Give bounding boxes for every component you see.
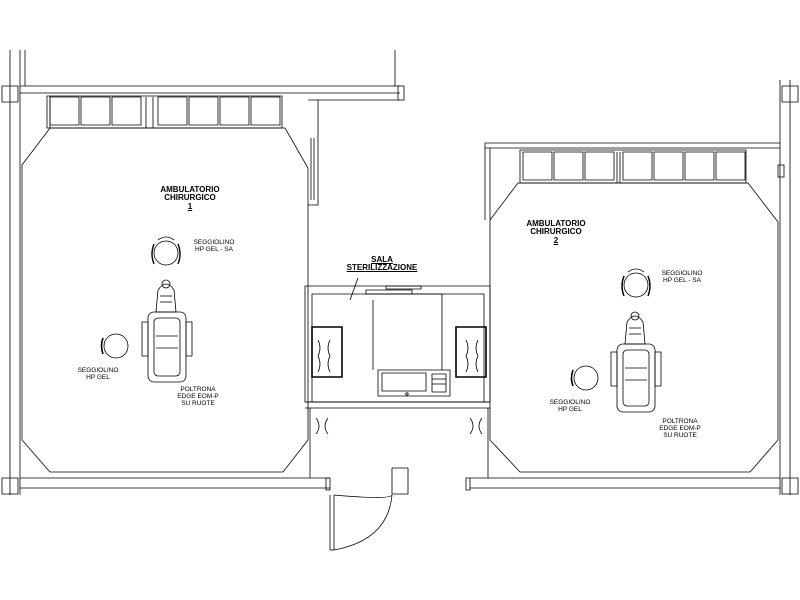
room-1-title-line1: AMBULATORIO	[160, 185, 220, 194]
stool-sa-room-1	[152, 237, 180, 265]
room-1-chair-label: POLTRONA EDGE EOM-P SU RUOTE	[172, 386, 224, 407]
stool-room-1	[102, 334, 129, 358]
top-wall-room-1	[20, 50, 404, 100]
room-1-stool-sa-line2: HP GEL - SA	[195, 245, 233, 253]
room-2-chair-label: POLTRONA EDGE EOM-P SU RUOTE	[654, 418, 706, 439]
room-2-title-line1: AMBULATORIO	[526, 219, 586, 228]
cabinets-room-1	[47, 96, 282, 128]
room-1-stool-sa-line1: SEGGIOLINO	[193, 239, 235, 246]
sterilization-title-line2: STERILIZZAZIONE	[346, 263, 418, 273]
room-2-stool-line2: HP GEL	[558, 405, 582, 413]
room-2-stool-label: SEGGIOLINO HP GEL	[544, 399, 596, 414]
room-1-chair-line2: EDGE EOM-P	[177, 392, 219, 400]
room-2-chair-line1: POLTRONA	[662, 418, 698, 425]
stool-sa-room-2	[622, 269, 650, 297]
room-2-stool-sa-line2: HP GEL - SA	[663, 276, 701, 284]
room-1-title-line2: CHIRURGICO	[164, 193, 216, 203]
top-wall-room-2	[485, 143, 784, 220]
room-2-stool-line1: SEGGIOLINO	[549, 399, 591, 406]
room-1-stool-line1: SEGGIOLINO	[77, 367, 119, 374]
room-1-title: AMBULATORIO CHIRURGICO 1	[160, 185, 220, 211]
room-1-number: 1	[187, 201, 193, 211]
sterilization-room	[305, 286, 490, 408]
room-2-title-line2: CHIRURGICO	[530, 227, 582, 237]
sterilization-title-line1: SALA	[371, 255, 393, 264]
dental-chair-room-1	[142, 280, 192, 382]
sterilization-cabinets	[312, 327, 486, 396]
room-1-outline	[22, 128, 308, 472]
room-1-stool-sa-label: SEGGIOLINO HP GEL - SA	[188, 239, 240, 254]
leader-sterilization	[350, 278, 358, 300]
room-2-title: AMBULATORIO CHIRURGICO 2	[526, 219, 586, 245]
room-2-number: 2	[553, 235, 559, 245]
stool-room-2	[572, 366, 599, 390]
sterilization-title: SALA STERILIZZAZIONE	[342, 255, 422, 273]
cabinets-room-2	[520, 150, 746, 183]
room-2-stool-sa-label: SEGGIOLINO HP GEL - SA	[656, 270, 708, 285]
room-1-chair-line1: POLTRONA	[180, 386, 216, 393]
room-2-chair-line2: EDGE EOM-P	[659, 424, 701, 432]
corridor	[310, 408, 488, 550]
room-1-stool-label: SEGGIOLINO HP GEL	[72, 367, 124, 382]
room-1-stool-line2: HP GEL	[86, 373, 110, 381]
dental-chair-room-2	[611, 312, 661, 412]
room-1-chair-line3: SU RUOTE	[181, 399, 215, 407]
room-2-stool-sa-line1: SEGGIOLINO	[661, 270, 703, 277]
outer-walls	[2, 50, 798, 495]
room-2-chair-line3: SU RUOTE	[663, 431, 697, 439]
